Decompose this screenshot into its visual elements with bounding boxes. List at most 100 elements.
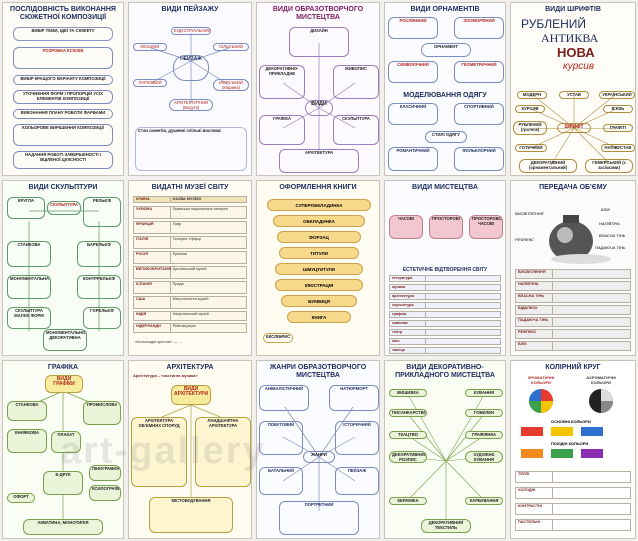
book-part: КНИГА	[287, 311, 351, 323]
footer-note: «Колонадні кресла» — ...	[135, 339, 182, 344]
node: ГРАФІЯНКА	[465, 431, 503, 439]
list-item: ВЛАСНА ТІНЬ	[515, 293, 631, 303]
node: E-ДРУК	[43, 471, 83, 495]
poster-fonts: ВИДИ ШРИФТІВ РУБЛЕНИЙ АНТИКВА НОВА курси…	[510, 2, 636, 176]
list-item: НАПІВТІНЬ	[515, 281, 631, 291]
font-sample: НОВА	[557, 45, 595, 60]
list-item: музика	[389, 284, 501, 291]
node: КРУГЛА	[7, 197, 45, 219]
node: ОФОРТ	[7, 493, 35, 503]
list-item: ВИСВІТЛЕННЯ	[515, 269, 631, 279]
poster-volume: ПЕРЕДАЧА ОБ'ЄМУ ВИСВІТЛЕННЯ НАПІВТІНЬ ВЛ…	[510, 180, 636, 356]
color-swatch	[581, 449, 603, 458]
step: КОЛЬОРОВЕ ВИРІШЕННЯ КОМПОЗИЦІЇ	[13, 124, 113, 146]
poster-title: ВИДИ ОБРАЗОТВОРЧОГО МИСТЕЦТВА	[272, 6, 364, 21]
volume-label: ВИСВІТЛЕННЯ	[515, 211, 544, 216]
node: КСИЛОГРАФІЯ	[89, 485, 121, 501]
volume-label: РЕФЛЕКС	[515, 237, 534, 242]
note: Стан сюжетів, душевні спільні вислови:	[135, 127, 247, 171]
node: ПЛАКАТ	[51, 431, 81, 453]
label: ПОХІДНІ КОЛЬОРИ	[551, 441, 589, 446]
poster-ornaments: ВИДИ ОРНАМЕНТІВ РОСЛИННИЙ ЗООМОРФНИЙ ОРН…	[384, 2, 506, 176]
font-sample: курсив	[563, 61, 595, 72]
node: ПРОСТОРОВІ	[429, 215, 463, 239]
connector-lines	[406, 392, 486, 521]
book-part: ФОРЗАЦ	[277, 231, 361, 243]
subtitle: Архітектура – «застигла музика»	[133, 373, 198, 378]
step: РОЗРОБКА ЕСКІЗІВ	[13, 47, 113, 69]
node: МОНУМЕНТАЛЬНА	[7, 275, 51, 299]
list-item: кіно	[389, 338, 501, 345]
node: ДЕКОРАТИВНИЙ ТЕКСТИЛЬ	[421, 519, 471, 533]
book-part: ТИТУЛИ	[279, 247, 359, 259]
node: ПЕЙЗАЖ	[335, 467, 379, 495]
node: АНІМАЛІСТИЧНИЙ	[259, 385, 309, 411]
node: ЖИВОПИС	[333, 65, 379, 99]
node: БАТАЛЬНИЙ	[259, 467, 303, 495]
node: ХУДОЖНЄ КУВАННЯ	[465, 451, 503, 463]
center-node: СКУЛЬПТУРА	[47, 201, 81, 215]
poster-color-wheel: КОЛІРНИЙ КРУГ ХРОМАТИЧНІ КОЛЬОРИ АХРОМАТ…	[510, 360, 636, 539]
node: РОМАНТИЧНИЙ	[388, 147, 438, 171]
node: ДЕКОРАТИВНИЙ РОЗПИС	[389, 451, 427, 463]
section-title: МОДЕЛЮВАННЯ ОДЯГУ	[403, 92, 487, 99]
poster-landscape: ВИДИ ПЕЙЗАЖУ ІНДУСТРІАЛЬНИЙ МІСЬКИЙ СІЛЬ…	[128, 2, 252, 176]
node: РУБЛЕНИЙ (гротеск)	[513, 121, 547, 135]
poster-graphics: ГРАФІКА ВИДИ ГРАФІКИ СТАНКОВА КНИЖКОВА П…	[2, 360, 124, 539]
list-item: ПАСТЕЛЬНІ	[515, 519, 631, 531]
node: ТКАЦТВО	[389, 431, 427, 439]
node: ІСТОРИЧНИЙ	[335, 421, 379, 455]
center-node: ПЕЙЗАЖ	[173, 55, 209, 81]
poster-title: ВИДАТНІ МУЗЕЇ СВІТУ	[151, 184, 229, 191]
node: АРХІТЕКТУРНИЙ (Ведута)	[169, 99, 213, 111]
center-node: ОРНАМЕНТ	[421, 43, 471, 57]
node: МІСЬКИЙ	[133, 43, 167, 51]
center-node: СТИЛІ ОДЯГУ	[425, 131, 467, 143]
node: НАПІВУСТАВ	[601, 144, 635, 152]
label: ХРОМАТИЧНІ КОЛЬОРИ	[527, 375, 555, 385]
node: ЗООМОРФНИЙ	[454, 17, 504, 39]
vase-illustration	[549, 215, 611, 264]
center-node: ВИДИ	[305, 100, 333, 116]
node: МОРСЬКИЙ (Марина)	[213, 79, 249, 91]
connector-lines	[28, 210, 100, 331]
node: КУРСИВ	[515, 105, 545, 113]
node: АРХІТЕКТУРА	[279, 149, 359, 173]
node: ГЕОМЕТРИЧНИЙ	[454, 61, 504, 83]
node: ГРАФІТІ	[603, 124, 633, 132]
node: ПИСАНКАРСТВО	[389, 409, 427, 417]
node: КЛАСИЧНИЙ	[388, 103, 438, 125]
node: СКУЛЬПТУРА МАЛИХ ФОРМ	[7, 307, 51, 329]
poster-title: ВИДИ ДЕКОРАТИВНО-ПРИКЛАДНОГО МИСТЕЦТВА	[395, 364, 495, 379]
step: УТОЧНЕННЯ ФОРМ І ПРОПОРЦІЙ УСІХ ЕЛЕМЕНТІ…	[13, 90, 113, 104]
node: ІНДУСТРІАЛЬНИЙ	[171, 27, 211, 35]
node: ВИШИВКА	[389, 389, 427, 397]
poster-sculpture: ВИДИ СКУЛЬПТУРИ КРУГЛА СКУЛЬПТУРА РЕЛЬЄФ…	[2, 180, 124, 356]
node: В'ЯЗЬ	[603, 105, 633, 113]
node: РОСЛИННИЙ	[388, 17, 438, 39]
poster-art-types: ВИДИ МИСТЕЦТВА ЧАСОВІ ПРОСТОРОВІ ПРОСТОР…	[384, 180, 506, 356]
node: СПОРТИВНИЙ	[454, 103, 504, 125]
node: СТАНКОВА	[7, 241, 51, 267]
label: ОСНОВНІ КОЛЬОРИ	[551, 419, 591, 424]
list-item: живопис	[389, 320, 501, 327]
center-node: ВИДИ АРХІТЕКТУРИ	[171, 385, 211, 405]
node: КНИЖКОВА	[7, 429, 47, 453]
poster-title: ВИДИ СКУЛЬПТУРИ	[28, 184, 98, 191]
list-item: танець	[389, 347, 501, 354]
poster-genres: ЖАНРИ ОБРАЗОТВОРЧОГО МИСТЕЦТВА АНІМАЛІСТ…	[256, 360, 380, 539]
node: СКУЛЬПТУРА	[333, 115, 379, 145]
color-swatch	[581, 427, 603, 436]
font-sample: АНТИКВА	[541, 31, 599, 45]
color-wheels	[529, 389, 613, 413]
poster-title: ПЕРЕДАЧА ОБ'ЄМУ	[539, 184, 607, 191]
node: ПОРТРЕТНИЙ	[279, 501, 359, 535]
list-item: КОНТРАСТНІ	[515, 503, 631, 515]
